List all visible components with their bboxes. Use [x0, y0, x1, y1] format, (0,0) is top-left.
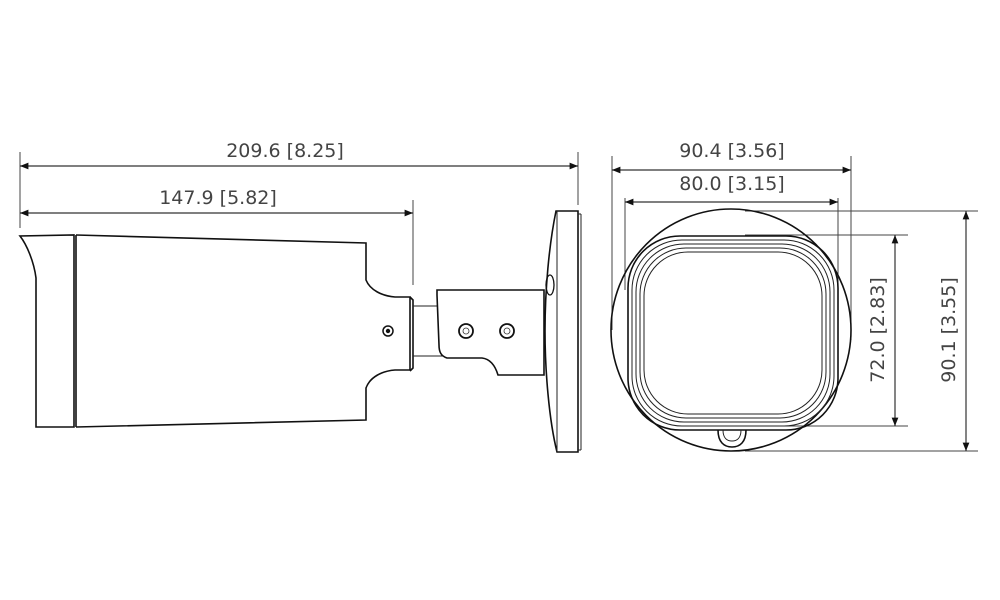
bracket-screw-icon	[458, 323, 474, 339]
base-width-dimension: 90.4 [3.56]	[612, 140, 851, 174]
sun-hood	[18, 234, 75, 428]
body-length-label: 147.9 [5.82]	[159, 187, 277, 209]
camera-body	[75, 234, 411, 428]
hood-width-label: 80.0 [3.15]	[679, 173, 784, 195]
wall-base-plate	[544, 210, 579, 453]
hood-height-dimension: 72.0 [2.83]	[867, 235, 899, 426]
base-height-label: 90.1 [3.55]	[938, 277, 960, 382]
bottom-notch	[717, 429, 747, 448]
hood-width-dimension: 80.0 [3.15]	[625, 173, 838, 206]
overall-length-dimension: 209.6 [8.25]	[20, 140, 578, 170]
hood-outline	[627, 235, 839, 431]
mount-bracket	[436, 289, 545, 376]
base-height-dimension: 90.1 [3.55]	[938, 211, 970, 451]
base-circle	[610, 208, 852, 452]
hood-height-label: 72.0 [2.83]	[867, 277, 889, 382]
body-screw-icon	[382, 325, 394, 337]
front-view: 90.4 [3.56] 80.0 [3.15] 72.0 [2.83] 90.1…	[610, 140, 978, 452]
base-width-label: 90.4 [3.56]	[679, 140, 784, 162]
body-length-dimension: 147.9 [5.82]	[20, 187, 413, 217]
overall-length-label: 209.6 [8.25]	[226, 140, 344, 162]
side-view: 209.6 [8.25] 147.9 [5.82]	[18, 140, 582, 453]
bracket-screw-icon	[499, 323, 515, 339]
lens-window	[643, 251, 823, 415]
